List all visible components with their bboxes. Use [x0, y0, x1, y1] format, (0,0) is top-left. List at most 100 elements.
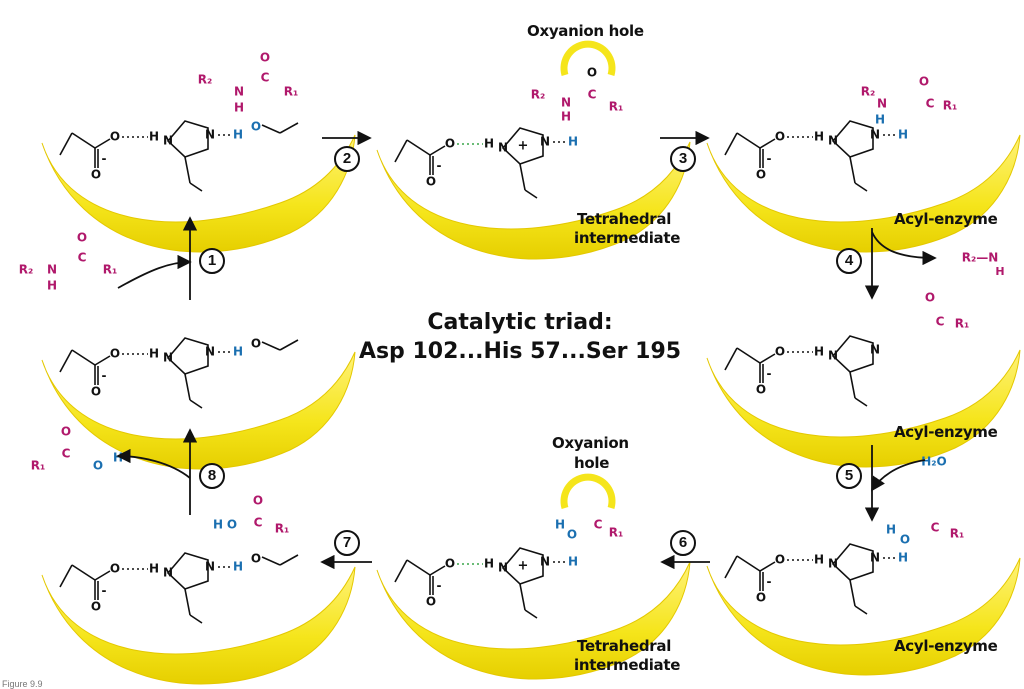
fragment-atom: O	[925, 291, 935, 305]
asp-oxygen: O	[775, 130, 785, 144]
fragment-atom: H	[213, 518, 223, 532]
proton: H	[233, 345, 243, 359]
proton: H	[233, 128, 243, 142]
fragment-atom: R₁	[103, 263, 118, 277]
bond	[59, 564, 73, 588]
fragment-atom: N	[561, 96, 571, 110]
bond	[519, 583, 526, 611]
bond	[189, 399, 203, 409]
bond	[184, 588, 191, 616]
proton: H	[898, 128, 908, 142]
enzyme-surface	[41, 134, 356, 253]
step-7-badge: 7	[334, 530, 360, 556]
fragment-atom: R₂	[19, 263, 34, 277]
asp-oxygen: O	[756, 383, 766, 397]
ser-oxygen: O	[251, 337, 261, 351]
bond	[759, 561, 776, 572]
imidazole-ring	[166, 120, 209, 158]
fragment-atom: R₂	[861, 85, 876, 99]
fragment-atom: N	[234, 85, 244, 99]
amine-h: H	[995, 265, 1004, 278]
asp-oxygen: O	[110, 562, 120, 576]
oxyanion-hole-arc	[560, 473, 616, 509]
bond	[94, 138, 111, 149]
charge-plus: +	[518, 139, 529, 154]
fragment-atom: O	[253, 494, 263, 508]
bond	[724, 555, 738, 579]
asp-oxygen: O	[426, 175, 436, 189]
bond	[524, 189, 538, 199]
bond	[724, 347, 738, 371]
fragment-atom: O	[227, 518, 237, 532]
fragment-atom: O	[93, 459, 103, 473]
arrow-amine-out	[871, 231, 937, 266]
fragment-atom: O	[587, 66, 597, 80]
arrow-water-in	[871, 459, 926, 492]
charge-minus: -	[102, 152, 107, 166]
his-hydrogen: H	[149, 562, 159, 576]
his-hydrogen: H	[149, 347, 159, 361]
his-nitrogen: N	[540, 555, 550, 569]
enzyme-surface	[706, 557, 1021, 676]
step-2-badge: 2	[334, 146, 360, 172]
his-nitrogen: N	[205, 128, 215, 142]
bond	[71, 132, 96, 149]
asp-oxygen: O	[91, 600, 101, 614]
bond	[406, 559, 431, 576]
fragment-atom: O	[61, 425, 71, 439]
fragment-atom: H	[555, 518, 565, 532]
fragment-atom: R₁	[950, 527, 965, 541]
his-nitrogen: N	[828, 134, 838, 148]
his-hydrogen: H	[484, 557, 494, 571]
bond	[279, 554, 299, 566]
enzyme-surface	[706, 134, 1021, 253]
arrow-substrate-in	[117, 254, 192, 289]
bond	[759, 138, 776, 149]
asp-oxygen: O	[756, 591, 766, 605]
bond	[71, 349, 96, 366]
step-6-badge: 6	[670, 530, 696, 556]
charge-minus: -	[102, 584, 107, 598]
asp-oxygen: O	[426, 595, 436, 609]
bond	[94, 570, 111, 581]
water-label: H₂O	[921, 455, 947, 469]
bond	[854, 182, 868, 192]
charge-minus: -	[102, 369, 107, 383]
bond	[184, 373, 191, 401]
fragment-atom: N	[877, 97, 887, 111]
fragment-atom: O	[900, 533, 910, 547]
enzyme-surface	[706, 349, 1021, 468]
his-hydrogen: H	[484, 137, 494, 151]
asp-oxygen: O	[91, 168, 101, 182]
bond	[854, 605, 868, 615]
bond	[261, 556, 281, 566]
fragment-atom: C	[936, 315, 945, 329]
catalytic-triad-title: Catalytic triad: Asp 102...His 57...Ser …	[330, 308, 710, 366]
asp-oxygen: O	[775, 345, 785, 359]
fragment-atom: R₁	[943, 99, 958, 113]
imidazole-ring	[831, 543, 874, 581]
fragment-atom: N	[47, 263, 57, 277]
enzyme-surface	[41, 351, 356, 470]
bond	[736, 555, 761, 572]
asp-oxygen: O	[756, 168, 766, 182]
imidazole-ring	[501, 547, 544, 585]
his-hydrogen: H	[814, 130, 824, 144]
bond	[261, 124, 281, 134]
fragment-atom: R₁	[31, 459, 46, 473]
arrow-acid-out	[116, 448, 191, 479]
fragment-atom: O	[567, 528, 577, 542]
bond	[261, 341, 281, 351]
acyl-enzyme-label-mid: Acyl-enzyme	[894, 423, 998, 441]
fragment-atom: H	[234, 101, 244, 115]
